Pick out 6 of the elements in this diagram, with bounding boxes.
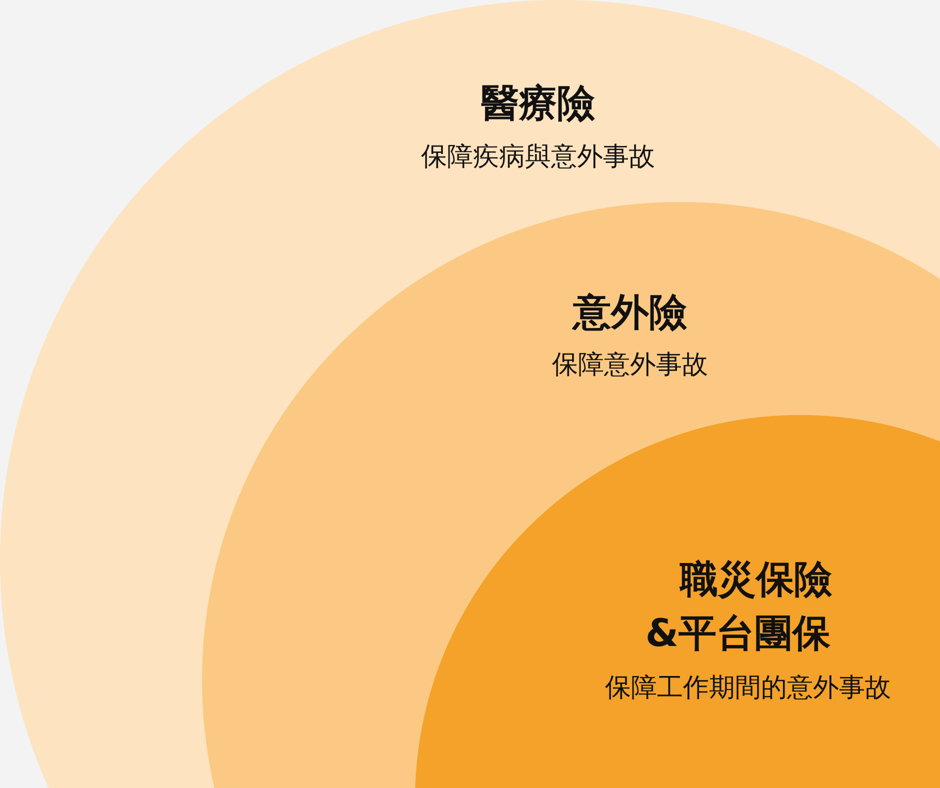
heading: 意外險 [570, 289, 688, 336]
heading: 職災保險&平台團保 [644, 556, 833, 657]
description: 保障疾病與意外事故 [420, 141, 656, 174]
heading: 醫療險 [480, 80, 596, 127]
description: 保障意外事故 [551, 349, 709, 382]
description: 保障工作期間的意外事故 [604, 672, 892, 705]
